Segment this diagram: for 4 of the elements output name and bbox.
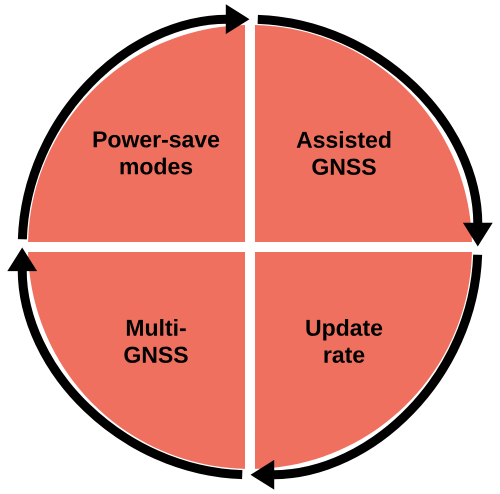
quadrant-sector: Assisted GNSS [255, 25, 472, 242]
quadrant-sector: Update rate [255, 252, 472, 469]
quadrant-sector: Power-save modes [28, 25, 245, 242]
quadrant-sector: Multi-GNSS [28, 252, 245, 469]
